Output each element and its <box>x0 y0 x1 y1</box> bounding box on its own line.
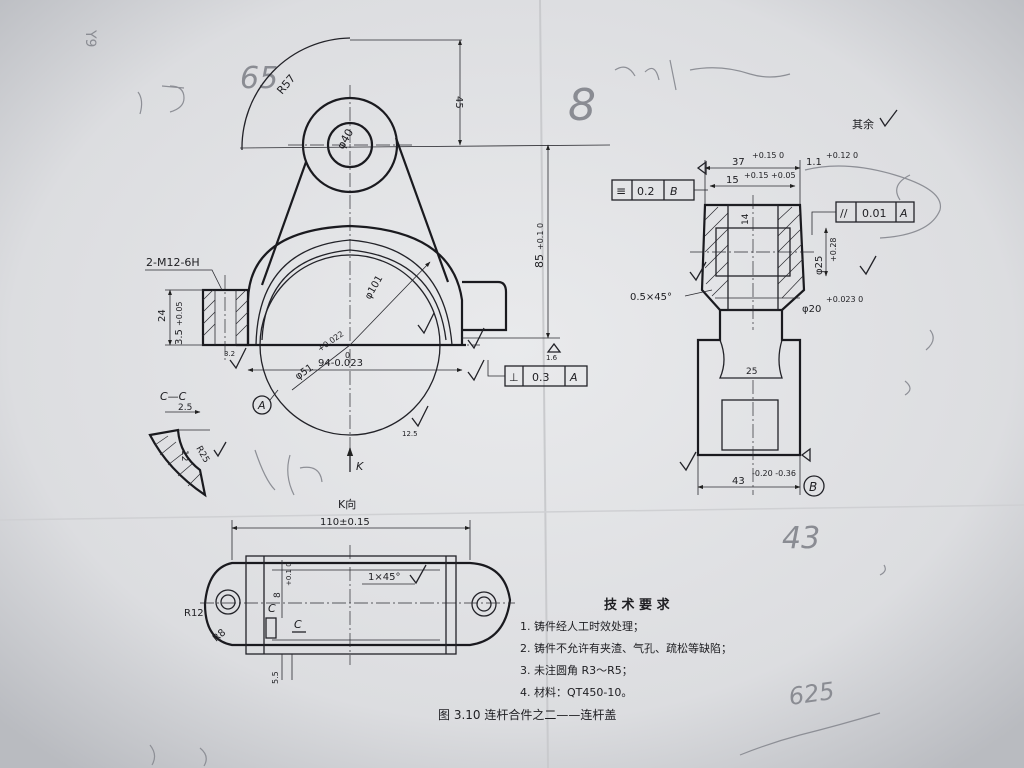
thread-offset-dim: 3.5 <box>174 329 185 345</box>
height-dim: 85 <box>533 254 546 268</box>
view-k-section-c: C <box>268 602 276 615</box>
side-dim-1-1-tol: +0.12 0 <box>826 151 858 160</box>
paper-fold <box>539 0 549 768</box>
tech-req-title: 技 术 要 求 <box>604 597 671 613</box>
tol-datum: A <box>569 371 578 384</box>
side-view: 其余 37 +0.15 0 15 +0.15 +0.05 1.1 +0.12 0… <box>611 109 915 497</box>
technical-requirements: 技 术 要 求 1. 铸件经人工时效处理； 2. 铸件不允许有夹渣、气孔、疏松等… <box>520 597 732 699</box>
side-dia-20: φ20 <box>802 304 821 315</box>
width-dim: 94-0.023 <box>318 358 363 369</box>
pencil-note: 625 <box>787 677 836 711</box>
side-dim-37-tol: +0.15 0 <box>752 151 784 160</box>
side-dia-25-tol: +0.28 <box>829 237 838 262</box>
section-dim: 2.5 <box>178 403 192 413</box>
corner-mark: Y9 <box>82 29 98 47</box>
tol-datum: A <box>899 207 908 220</box>
tol-symbol: ≡ <box>616 184 626 198</box>
pencil-note: 8 <box>568 80 596 131</box>
tol-symbol: // <box>840 207 848 220</box>
side-chamfer: 0.5×45° <box>630 292 672 303</box>
side-dim-15: 15 <box>726 175 739 186</box>
view-k-chamfer: 1×45° <box>368 572 400 583</box>
bore-zero: 0 <box>345 351 350 360</box>
view-k-dim-5: 5.5 <box>271 671 280 684</box>
thread-note: 2-M12-6H <box>146 256 200 269</box>
side-r14: 14 <box>741 213 751 225</box>
figure-caption: 图 3.10 连杆合件之二——连杆盖 <box>438 707 616 722</box>
side-dia-20-tol: +0.023 0 <box>826 295 863 304</box>
paper-fold <box>0 504 1024 521</box>
section-title: C—C <box>160 390 187 403</box>
tech-req-item: 1. 铸件经人工时效处理； <box>520 619 644 633</box>
side-dim-25: 25 <box>746 367 757 377</box>
side-dim-37: 37 <box>732 157 745 168</box>
roughness-value: 12.5 <box>402 430 418 438</box>
pencil-note: 43 <box>782 521 820 556</box>
view-k: K向 110±0.15 R12 R8 1×45° 8 +0.1 0 C C 5.… <box>184 497 515 684</box>
side-dim-43-tol: -0.20 -0.36 <box>752 469 796 478</box>
height-tol: +0.1 0 <box>536 223 545 250</box>
side-dim-1-1: 1.1 <box>806 157 822 168</box>
roughness-general-note: 其余 <box>852 117 874 131</box>
side-dim-43: 43 <box>732 476 745 487</box>
thread-depth-dim: 24 <box>157 309 168 322</box>
view-k-dim-8-tol: +0.1 0 <box>285 562 293 586</box>
top-height-dim: 45 <box>453 96 464 109</box>
side-dim-15-tol: +0.15 +0.05 <box>744 171 796 180</box>
view-k-arrow-label: K <box>356 460 364 473</box>
tech-req-item: 4. 材料：QT450-10。 <box>520 685 632 699</box>
tech-req-item: 2. 铸件不允许有夹渣、气孔、疏松等缺陷； <box>520 641 732 655</box>
tol-value: 0.01 <box>862 207 887 220</box>
section-dim: 12 <box>179 450 189 461</box>
datum-a-label: A <box>257 399 266 412</box>
view-k-dim-110: 110±0.15 <box>320 517 370 528</box>
view-k-dim-8: 8 <box>273 592 283 598</box>
roughness-value: 3.2 <box>224 350 235 358</box>
view-k-title: K向 <box>338 497 356 511</box>
view-k-r12: R12 <box>184 608 204 619</box>
tol-datum: B <box>670 185 678 198</box>
pencil-notes: 65 8 43 625 <box>137 59 942 767</box>
tech-req-item: 3. 未注圆角 R3～R5； <box>520 663 633 677</box>
tol-value: 0.3 <box>532 371 550 384</box>
tol-symbol: ⊥ <box>509 371 519 384</box>
roughness-value: 1.6 <box>546 354 558 362</box>
side-dia-25: φ25 <box>814 256 825 275</box>
view-k-section-c: C <box>294 618 302 631</box>
thread-tol: +0.05 <box>175 301 184 326</box>
pencil-note: 65 <box>240 61 278 96</box>
tol-value: 0.2 <box>637 185 655 198</box>
datum-b-label: B <box>809 480 817 494</box>
